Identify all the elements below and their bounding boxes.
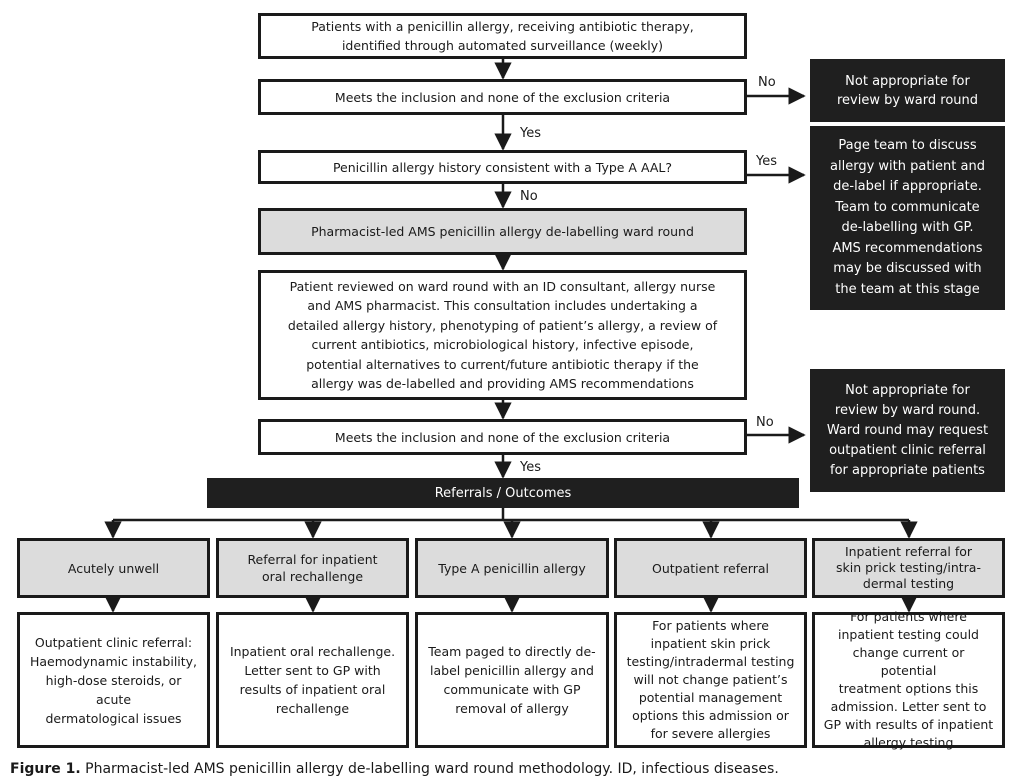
category-skin-prick: Inpatient referral for skin prick testin…	[812, 538, 1005, 598]
caption-text: Pharmacist-led AMS penicillin allergy de…	[85, 761, 779, 777]
ward-round-box: Pharmacist-led AMS penicillin allergy de…	[258, 208, 747, 255]
start-box-text: Patients with a penicillin allergy, rece…	[311, 19, 694, 53]
category-5-text: Inpatient referral for skin prick testin…	[836, 544, 981, 591]
criteria-box-2-text: Meets the inclusion and none of the excl…	[334, 429, 671, 445]
category-acutely-unwell: Acutely unwell	[17, 538, 210, 598]
label-no-2: No	[520, 189, 538, 204]
category-3-text: Type A penicillin allergy	[438, 560, 586, 576]
category-1-text: Acutely unwell	[67, 560, 160, 576]
criteria-box-1: Meets the inclusion and none of the excl…	[258, 79, 747, 115]
label-yes-3: Yes	[520, 460, 541, 475]
referrals-outcomes-bar: Referrals / Outcomes	[207, 478, 799, 508]
outcome-3-text: Team paged to directly de- label penicil…	[428, 644, 596, 716]
start-box: Patients with a penicillin allergy, rece…	[258, 13, 747, 59]
label-yes-1: Yes	[520, 126, 541, 141]
review-description-box: Patient reviewed on ward round with an I…	[258, 270, 747, 400]
type-a-question-box: Penicillin allergy history consistent wi…	[258, 150, 747, 184]
outcome-1-text: Outpatient clinic referral: Haemodynamic…	[29, 634, 198, 726]
outcome-acutely-unwell: Outpatient clinic referral: Haemodynamic…	[17, 612, 210, 748]
side-3-text: Not appropriate for review by ward round…	[826, 382, 989, 478]
outcome-skin-prick: For patients where inpatient testing cou…	[812, 609, 1005, 750]
outcome-2-text: Inpatient oral rechallenge. Letter sent …	[229, 644, 396, 716]
category-2-text: Referral for inpatient oral rechallenge	[247, 552, 378, 584]
outcome-5-text: For patients where inpatient testing cou…	[823, 609, 994, 750]
criteria-box-2: Meets the inclusion and none of the excl…	[258, 419, 747, 455]
label-no-3: No	[756, 415, 774, 430]
side-1-text: Not appropriate for review by ward round	[836, 73, 979, 108]
criteria-box-1-text: Meets the inclusion and none of the excl…	[334, 89, 671, 105]
side-not-appropriate-1: Not appropriate for review by ward round	[810, 59, 1005, 122]
figure-caption: Figure 1. Pharmacist-led AMS penicillin …	[10, 761, 1010, 777]
ward-round-text: Pharmacist-led AMS penicillin allergy de…	[311, 224, 694, 239]
category-oral-rechallenge: Referral for inpatient oral rechallenge	[216, 538, 409, 598]
side-not-appropriate-2: Not appropriate for review by ward round…	[810, 369, 1005, 492]
category-type-a: Type A penicillin allergy	[415, 538, 609, 598]
referrals-outcomes-text: Referrals / Outcomes	[434, 485, 572, 501]
outcome-type-a: Team paged to directly de- label penicil…	[415, 612, 609, 748]
review-description-text: Patient reviewed on ward round with an I…	[287, 278, 718, 392]
side-page-team: Page team to discuss allergy with patien…	[810, 126, 1005, 310]
side-2-text: Page team to discuss allergy with patien…	[830, 138, 985, 297]
caption-label: Figure 1.	[10, 761, 81, 777]
category-4-text: Outpatient referral	[652, 560, 769, 576]
type-a-question-text: Penicillin allergy history consistent wi…	[332, 159, 673, 175]
outcome-oral-rechallenge: Inpatient oral rechallenge. Letter sent …	[216, 612, 409, 748]
label-no-1: No	[758, 75, 776, 90]
outcome-4-text: For patients where inpatient skin prick …	[626, 618, 795, 741]
outcome-outpatient-referral: For patients where inpatient skin prick …	[614, 612, 807, 748]
label-yes-2: Yes	[756, 154, 777, 169]
category-outpatient-referral: Outpatient referral	[614, 538, 807, 598]
